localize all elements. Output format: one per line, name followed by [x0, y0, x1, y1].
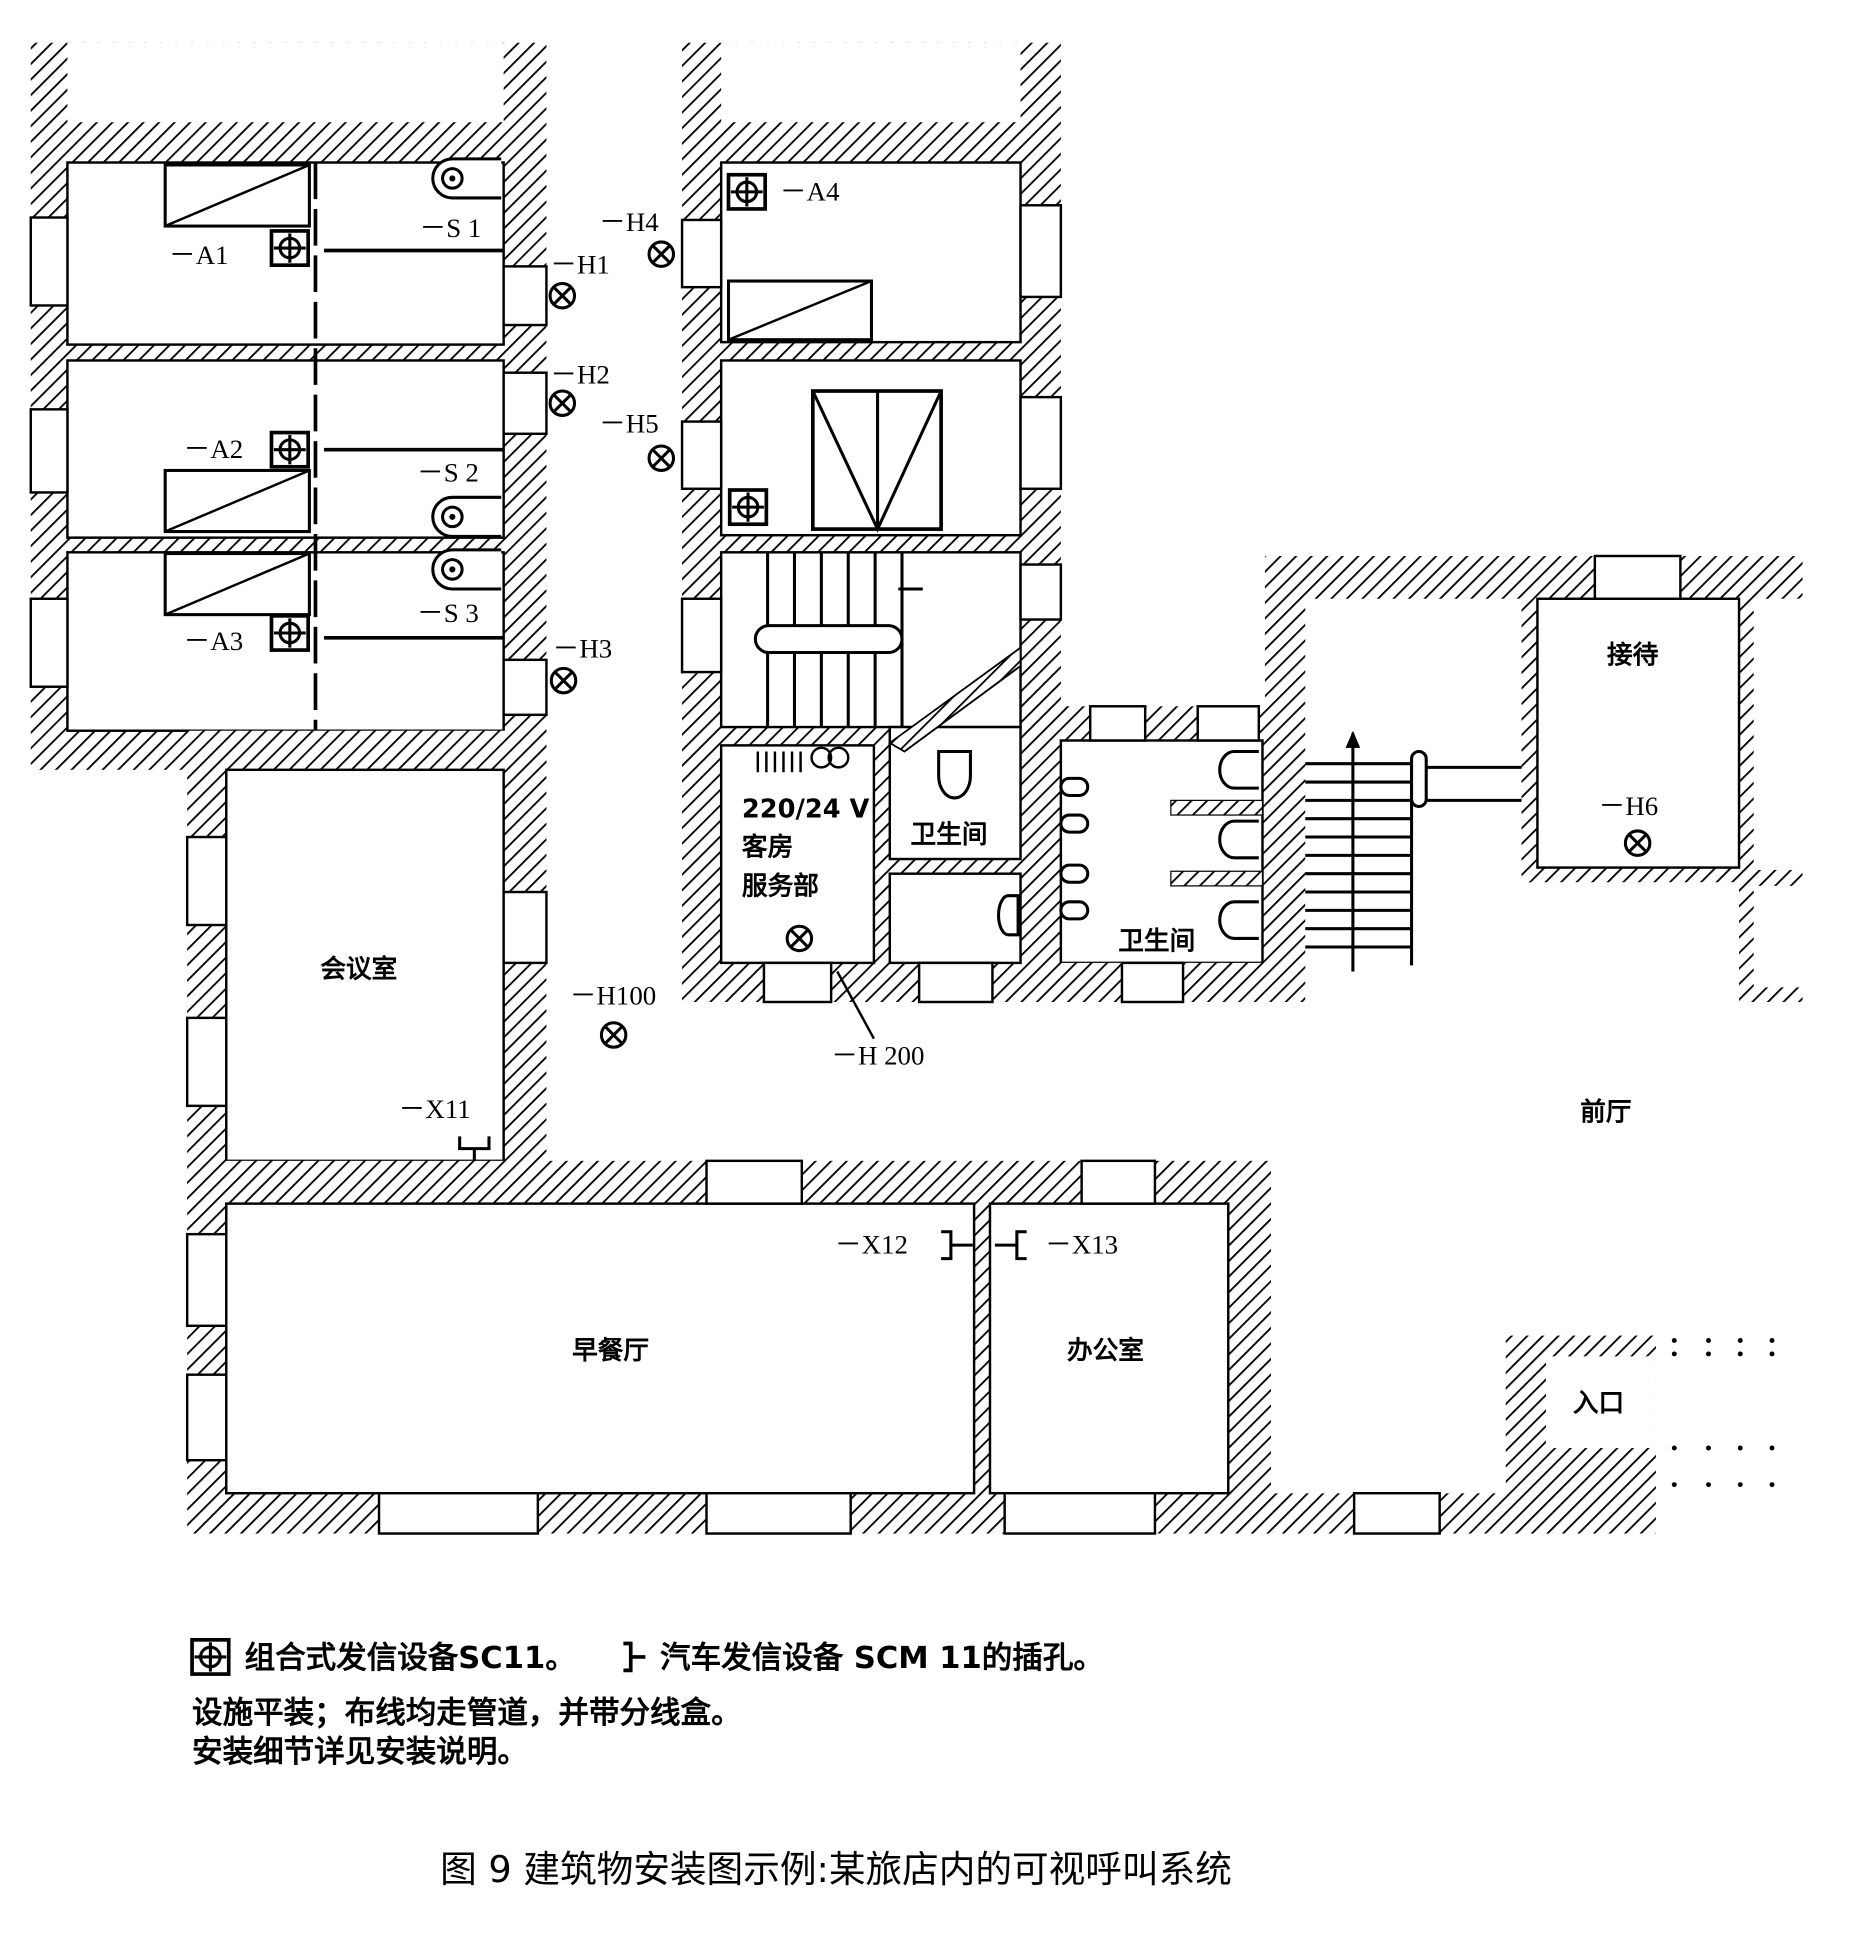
call-button-h2	[548, 389, 577, 417]
label-h2: －H2	[550, 360, 610, 390]
label-x11: －X11	[399, 1094, 471, 1124]
device-a3	[269, 614, 310, 652]
room-office: 办公室	[1067, 1335, 1144, 1366]
combined-device-icon	[190, 1638, 231, 1676]
call-button-h1	[548, 281, 577, 310]
legend-device: 组合式发信设备SC11。	[245, 1640, 576, 1676]
device-elevator	[727, 488, 769, 527]
figure-caption: 图 9 建筑物安装图示例:某旅店内的可视呼叫系统	[440, 1848, 1232, 1891]
service-room-1: 客房	[742, 831, 793, 862]
jack-x12-x13	[941, 1230, 1027, 1261]
label-h1: －H1	[550, 250, 610, 280]
device-labels: －A1 －A2 －A3 －A4 －S 1 －S 2 －S 3 －H1 －H2 －…	[169, 176, 1658, 1259]
device-a2	[269, 430, 310, 469]
jack-icon	[623, 1641, 646, 1673]
guest-room-wing	[29, 42, 548, 770]
call-button-h3	[549, 666, 578, 695]
label-h4: －H4	[599, 207, 659, 237]
room-toilet-2: 卫生间	[1118, 926, 1195, 956]
call-button-h6	[1623, 829, 1652, 857]
room-breakfast: 早餐厅	[572, 1336, 649, 1366]
room-toilet-1: 卫生间	[911, 820, 988, 850]
breakfast-office-block	[185, 1159, 1775, 1535]
label-s3: －S 3	[417, 598, 479, 628]
room-lobby: 前厅	[1580, 1097, 1631, 1128]
room-entrance: 入口	[1573, 1388, 1624, 1418]
label-h3: －H3	[553, 633, 613, 663]
call-button-service	[785, 924, 814, 953]
label-h5: －H5	[599, 409, 659, 439]
label-a3: －A3	[184, 626, 244, 656]
label-a2: －A2	[184, 434, 244, 464]
room-meeting: 会议室	[320, 954, 397, 985]
call-button-h100	[599, 1021, 628, 1049]
room-reception: 接待	[1607, 641, 1659, 671]
legend-note-2: 安装细节详见安装说明。	[192, 1735, 528, 1770]
label-x13: －X13	[1045, 1230, 1118, 1260]
legend-note-1: 设施平装；布线均走管道，并带分线盒。	[192, 1695, 742, 1731]
service-room-2: 服务部	[742, 871, 819, 901]
legend-jack: 汽车发信设备 SCM 11的插孔。	[660, 1641, 1104, 1676]
device-a4	[726, 172, 767, 211]
label-h200: －H 200	[831, 1040, 924, 1070]
label-h6: －H6	[1599, 791, 1659, 821]
east-block	[1059, 554, 1803, 1004]
label-a4: －A4	[780, 176, 840, 206]
room-labels: 会议室 早餐厅 办公室 前厅 接待 入口 卫生间 卫生间 220/24 V 客房…	[320, 641, 1658, 1419]
device-a1	[269, 229, 310, 267]
label-x12: －X12	[835, 1230, 908, 1260]
label-h100: －H100	[570, 980, 657, 1010]
legend: 组合式发信设备SC11。 汽车发信设备 SCM 11的插孔。 设施平装；布线均走…	[190, 1638, 1104, 1770]
label-s2: －S 2	[417, 457, 479, 487]
label-s1: －S 1	[419, 213, 481, 243]
meeting-room-block	[185, 730, 548, 1204]
call-button-h4	[647, 240, 676, 268]
service-voltage: 220/24 V	[742, 794, 870, 824]
label-a1: －A1	[169, 240, 229, 270]
call-button-h5	[647, 444, 676, 472]
